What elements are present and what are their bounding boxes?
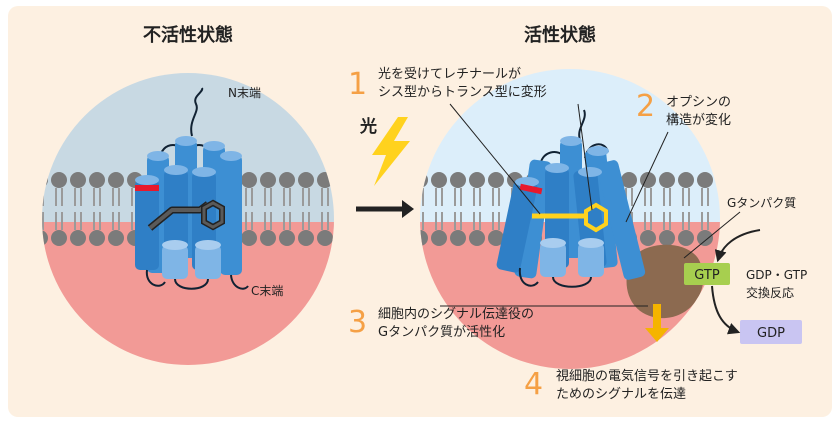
lipid-head xyxy=(279,172,295,188)
lipid-head xyxy=(450,230,466,246)
lipid-head xyxy=(659,172,675,188)
left-title: 不活性状態 xyxy=(143,24,233,46)
retinal-ring xyxy=(584,202,608,233)
lipid-head xyxy=(89,172,105,188)
step-4-line-2: ためのシグナルを伝達 xyxy=(556,387,686,402)
lipid-head xyxy=(70,230,86,246)
lipid-head xyxy=(697,230,713,246)
lipid-head xyxy=(621,172,637,188)
gtp-box xyxy=(684,263,730,285)
lipid-head xyxy=(420,230,428,246)
lipid-head xyxy=(659,230,675,246)
lipid-head xyxy=(469,172,485,188)
step-2-line-1: オプシンの xyxy=(666,95,731,110)
c-terminus-line xyxy=(230,274,249,290)
lipid-head xyxy=(488,230,504,246)
lipid-head xyxy=(678,172,694,188)
lipid-head xyxy=(488,172,504,188)
step-4-line-1: 視細胞の電気信号を引き起こす xyxy=(556,368,738,384)
g-protein-label: Gタンパク質 xyxy=(727,195,796,210)
lipid-head xyxy=(42,230,48,246)
lipid-head xyxy=(108,172,124,188)
signal-down-arrow xyxy=(653,304,661,330)
step-3-line-2: Gタンパク質が活性化 xyxy=(378,325,505,340)
lipid-head xyxy=(260,230,276,246)
n-terminus-label: N末端 xyxy=(228,86,261,100)
lightning-bolt-icon xyxy=(372,117,410,186)
lipid-head xyxy=(317,230,333,246)
exchange-line-2: 交換反応 xyxy=(746,285,794,300)
step-1-number: 1 xyxy=(348,67,367,102)
step-2-leader xyxy=(625,131,669,223)
lipid-head xyxy=(697,172,713,188)
right-title: 活性状態 xyxy=(524,24,596,46)
light-label: 光 xyxy=(359,116,377,137)
lipid-head xyxy=(89,230,105,246)
step-1-leader xyxy=(449,103,541,215)
step-4-number: 4 xyxy=(524,367,543,402)
gdp-box xyxy=(740,320,802,344)
lipid-head xyxy=(70,172,86,188)
lipid-head xyxy=(431,230,447,246)
lipid-head xyxy=(678,230,694,246)
lipid-head xyxy=(450,172,466,188)
active-opsin xyxy=(496,109,646,288)
helix xyxy=(496,179,538,273)
exchange-line-1: GDP・GTP xyxy=(746,268,807,282)
helix xyxy=(596,160,646,280)
lipid-head xyxy=(51,230,67,246)
step-3-number: 3 xyxy=(348,305,367,340)
g-protein xyxy=(626,244,704,319)
retinal-binding-site xyxy=(135,185,159,191)
lipid-head xyxy=(279,230,295,246)
lipid-head xyxy=(108,230,124,246)
lipid-head xyxy=(51,172,67,188)
lipid-head xyxy=(241,230,257,246)
helix xyxy=(220,155,242,275)
lipid-head xyxy=(469,230,485,246)
helix xyxy=(135,180,159,270)
lipid-head xyxy=(260,172,276,188)
retinal-binding-site xyxy=(519,183,543,195)
step-3-line-1: 細胞内のシグナル伝達役の xyxy=(378,306,534,322)
inactive-opsin xyxy=(135,87,249,290)
gtp-in-arrow xyxy=(714,229,761,263)
gdp-label: GDP xyxy=(757,326,785,341)
lipid-head xyxy=(640,230,656,246)
step-1-line-1: 光を受けてレチナールが xyxy=(378,67,521,82)
step-2-number: 2 xyxy=(636,89,655,124)
lipid-head xyxy=(431,172,447,188)
retinal-ring xyxy=(202,201,224,229)
step-2-line-2: 構造が変化 xyxy=(666,112,731,128)
lipid-head xyxy=(298,230,314,246)
step-1-line-2: シス型からトランス型に変形 xyxy=(378,84,547,100)
lipid-head xyxy=(298,172,314,188)
gtp-label: GTP xyxy=(694,268,720,283)
lipid-head xyxy=(241,172,257,188)
gdp-out-arrow xyxy=(711,285,741,335)
c-terminus-label: C末端 xyxy=(251,284,283,298)
n-terminus-line xyxy=(190,87,204,137)
